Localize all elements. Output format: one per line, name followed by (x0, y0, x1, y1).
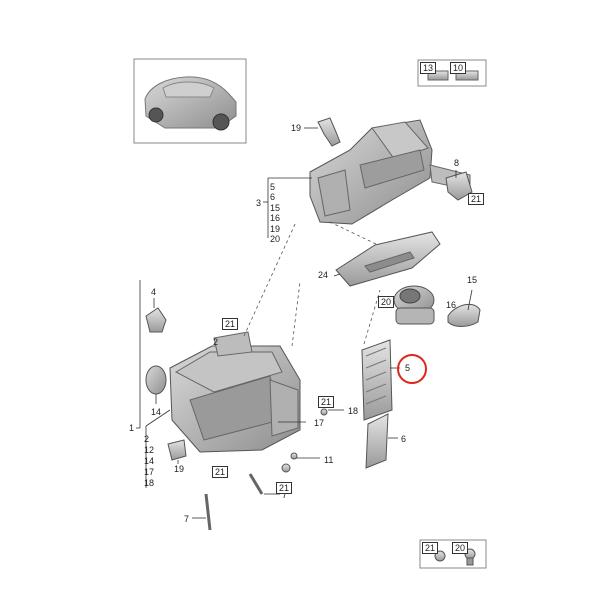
hose-part-7-left (204, 493, 212, 531)
group-1-item[interactable]: 14 (144, 456, 155, 466)
group-3-item[interactable]: 16 (270, 213, 281, 224)
callout-6[interactable]: 6 (401, 434, 407, 444)
boxed-ref-21-bottom[interactable]: 21 (276, 482, 293, 494)
boxed-ref-20[interactable]: 20 (378, 296, 395, 308)
group-3-item[interactable]: 6 (270, 192, 276, 203)
strip-part-6 (365, 413, 389, 469)
callout-11[interactable]: 11 (324, 455, 334, 465)
hose-part-7-right (248, 473, 264, 495)
callout-8[interactable]: 8 (454, 158, 460, 168)
callout-3[interactable]: 3 (256, 198, 262, 208)
callout-24[interactable]: 24 (318, 270, 329, 280)
group-1-item[interactable]: 17 (144, 467, 155, 477)
group-1-part-list: 2 12 14 17 18 (144, 434, 154, 489)
callout-18[interactable]: 18 (348, 406, 359, 416)
cover-part-15 (447, 303, 481, 327)
callout-5[interactable]: 5 (405, 363, 411, 373)
callout-2-top[interactable]: 2 (213, 337, 219, 347)
part-4 (145, 307, 167, 333)
callout-4[interactable]: 4 (151, 287, 157, 297)
boxed-ref-21-lower[interactable]: 21 (212, 466, 229, 478)
group-3-item[interactable]: 5 (270, 182, 276, 192)
callout-7-left[interactable]: 7 (184, 514, 190, 524)
group-1-item[interactable]: 2 (144, 434, 150, 444)
part-14 (145, 365, 167, 395)
main-hvac-unit-part-1 (169, 331, 301, 453)
boxed-ref-21-main[interactable]: 21 (222, 318, 239, 330)
filter-part-5 (361, 339, 393, 421)
boxed-ref-13[interactable]: 13 (420, 62, 437, 74)
callout-19-upper[interactable]: 19 (291, 123, 302, 133)
part-19-upper (317, 117, 341, 147)
bracket-part-8 (445, 171, 473, 201)
callout-16[interactable]: 16 (446, 300, 457, 310)
callout-14[interactable]: 14 (151, 407, 162, 417)
boxed-ref-20-hardware[interactable]: 20 (452, 542, 469, 554)
callout-19-lower[interactable]: 19 (174, 464, 185, 474)
highlight-ring-part-5 (397, 354, 427, 384)
boxed-ref-10[interactable]: 10 (450, 62, 467, 74)
group-3-item[interactable]: 15 (270, 202, 281, 213)
group-3-item[interactable]: 19 (270, 223, 281, 234)
group-1-item[interactable]: 12 (144, 445, 155, 455)
group-3-part-list: 5 6 15 16 19 20 (270, 182, 280, 244)
boxed-ref-21-hardware[interactable]: 21 (422, 542, 439, 554)
callout-1[interactable]: 1 (129, 423, 135, 433)
part-19-lower (167, 439, 187, 461)
vehicle-thumbnail (133, 58, 247, 144)
callout-7-right[interactable]: 7 (282, 490, 288, 500)
boxed-ref-21-upper[interactable]: 21 (468, 193, 485, 205)
callout-17[interactable]: 17 (314, 418, 325, 428)
upper-housing-part-3 (309, 119, 471, 225)
blower-fan-part-16 (393, 285, 435, 325)
group-3-item[interactable]: 20 (270, 234, 281, 245)
callout-15[interactable]: 15 (467, 275, 478, 285)
boxed-ref-21-right[interactable]: 21 (318, 396, 335, 408)
group-1-item[interactable]: 18 (144, 478, 155, 488)
